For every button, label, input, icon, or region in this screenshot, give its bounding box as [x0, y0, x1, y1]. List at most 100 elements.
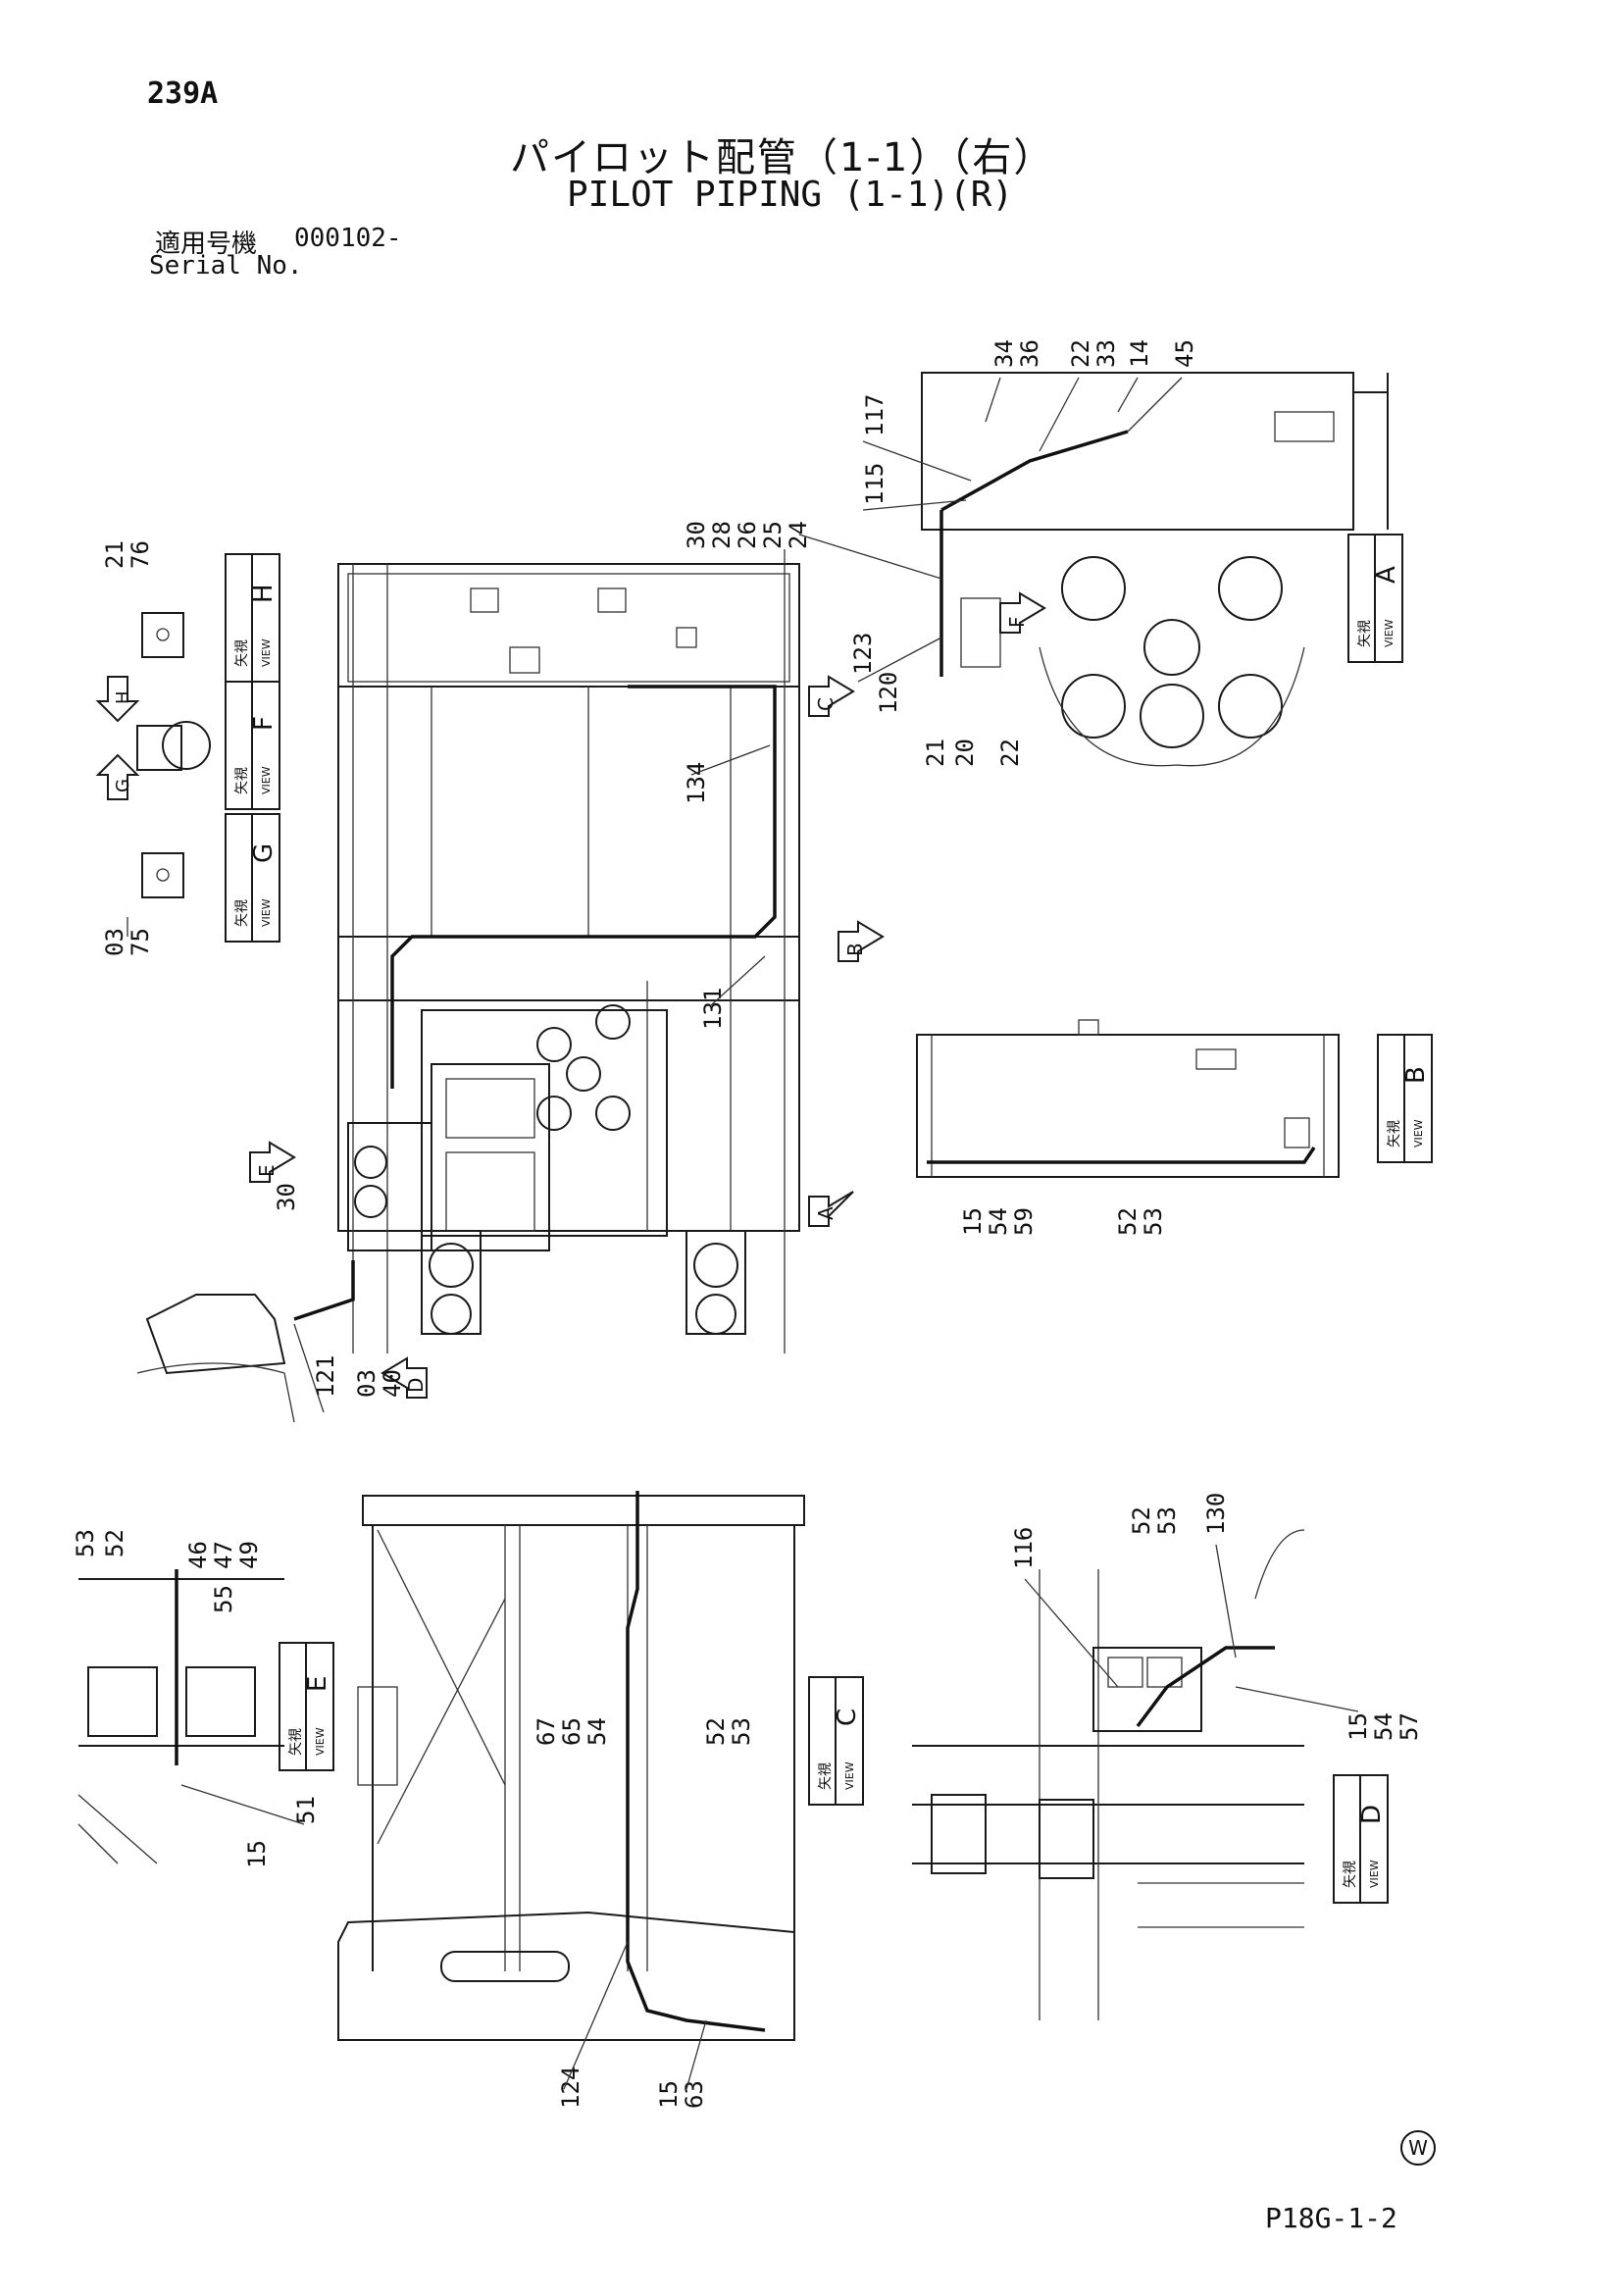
view-box-h: H 矢視 VIEW	[225, 553, 280, 683]
callout-label: 30	[273, 1183, 300, 1211]
callout-label: 115	[861, 463, 888, 505]
callout-label: 22	[996, 739, 1024, 767]
callout-label: 75	[127, 928, 154, 956]
view-b-drawing	[916, 1019, 1340, 1178]
callout-label: 24	[785, 521, 812, 549]
callout-label: 53	[1153, 1506, 1181, 1535]
svg-text:矢視: 矢視	[1343, 1861, 1358, 1888]
callout-labels: 34 36 22 33 14 45 117 115 30 28 26 25 24…	[72, 339, 1423, 2109]
callout-label: 76	[127, 540, 154, 569]
view-arrow-e: E	[249, 1141, 296, 1183]
callout-label: 26	[734, 521, 761, 549]
svg-text:矢視: 矢視	[818, 1762, 834, 1790]
callout-label: 36	[1016, 339, 1043, 368]
callout-label: 52	[1128, 1506, 1155, 1535]
callout-label: 34	[990, 339, 1018, 368]
callout-label: 53	[728, 1717, 755, 1746]
callout-label: 134	[683, 762, 710, 804]
callout-label: 65	[558, 1717, 585, 1746]
callout-label: 52	[1114, 1207, 1142, 1236]
svg-text:C: C	[833, 1709, 862, 1726]
svg-text:F: F	[249, 716, 279, 731]
view-box-b: B 矢視 VIEW	[1377, 1034, 1433, 1163]
callout-label: 120	[875, 672, 902, 714]
callout-label: 30	[683, 521, 710, 549]
callout-label: 14	[1126, 339, 1153, 368]
svg-text:矢視: 矢視	[234, 899, 250, 927]
svg-text:H: H	[113, 690, 133, 704]
svg-text:VIEW: VIEW	[260, 898, 273, 927]
callout-label: 53	[72, 1529, 99, 1557]
svg-text:VIEW: VIEW	[314, 1727, 327, 1756]
callout-label: 33	[1092, 339, 1120, 368]
callout-label: 54	[584, 1717, 611, 1746]
callout-label: 03	[101, 928, 128, 956]
svg-text:A: A	[1372, 566, 1401, 584]
view-e-drawing	[77, 1569, 284, 1864]
view-box-a: A 矢視 VIEW	[1347, 534, 1403, 663]
svg-text:矢視: 矢視	[234, 639, 250, 667]
view-arrow-g: G	[95, 753, 140, 800]
callout-label: 03	[353, 1369, 381, 1398]
callout-label: 40	[379, 1369, 406, 1398]
svg-text:E: E	[255, 1164, 279, 1177]
view-c-drawing	[337, 1491, 805, 2041]
svg-text:B: B	[1401, 1066, 1431, 1084]
serial-number-value: 000102-	[294, 224, 402, 253]
svg-text:VIEW: VIEW	[260, 638, 273, 667]
callout-label: 67	[533, 1717, 560, 1746]
view-box-f: F 矢視 VIEW	[225, 681, 280, 810]
document-code: P18G-1-2	[1265, 2202, 1397, 2234]
callout-label: 20	[951, 739, 979, 767]
view-arrow-c: C	[808, 675, 855, 717]
svg-text:E: E	[303, 1676, 332, 1692]
page-number: 239A	[147, 77, 219, 111]
svg-text:G: G	[249, 843, 279, 863]
callout-label: 130	[1202, 1493, 1230, 1535]
callout-label: 15	[243, 1840, 271, 1868]
svg-text:H: H	[249, 584, 279, 603]
svg-text:C: C	[814, 697, 837, 711]
callout-label: 53	[1140, 1207, 1167, 1236]
callout-label: 59	[1010, 1207, 1038, 1236]
svg-text:矢視: 矢視	[234, 767, 250, 794]
view-box-d: D 矢視 VIEW	[1333, 1774, 1389, 1904]
serial-label-japanese: 適用号機	[155, 230, 258, 259]
callout-label: 15	[959, 1207, 987, 1236]
view-arrow-a: A	[808, 1191, 854, 1227]
w-mark-icon: W	[1400, 2130, 1436, 2166]
view-f-g-h-drawings	[127, 612, 211, 937]
callout-label: 52	[101, 1529, 128, 1557]
callout-label: 21	[101, 540, 128, 569]
callout-label: 51	[292, 1796, 320, 1824]
svg-text:D: D	[1357, 1805, 1387, 1824]
svg-text:F: F	[1005, 616, 1029, 628]
callout-label: 25	[759, 521, 787, 549]
callout-label: 54	[1370, 1712, 1397, 1741]
svg-text:VIEW: VIEW	[1412, 1119, 1425, 1148]
svg-text:VIEW: VIEW	[843, 1761, 856, 1790]
callout-label: 45	[1171, 339, 1198, 368]
view-box-e: E 矢視 VIEW	[279, 1642, 334, 1771]
view-arrow-d: D	[381, 1356, 428, 1399]
view-a-drawing	[921, 372, 1389, 767]
svg-text:VIEW: VIEW	[1383, 619, 1396, 647]
callout-label: 22	[1067, 339, 1094, 368]
callout-label: 46	[184, 1541, 212, 1569]
callout-label: 15	[655, 2080, 683, 2109]
callout-label: 15	[1345, 1712, 1372, 1741]
svg-text:D: D	[404, 1378, 428, 1393]
svg-text:G: G	[113, 779, 133, 792]
callout-label: 54	[985, 1207, 1012, 1236]
view-arrow-h: H	[95, 676, 140, 723]
svg-text:B: B	[843, 943, 867, 956]
callout-label: 57	[1396, 1712, 1423, 1741]
view-box-c: C 矢視 VIEW	[808, 1676, 864, 1806]
page-title-japanese: パイロット配管（1-1）（右）	[510, 135, 1055, 180]
callout-label: 116	[1010, 1527, 1038, 1569]
view-arrow-f: F	[999, 591, 1046, 634]
main-frame-plan-view	[136, 549, 800, 1423]
view-arrow-b: B	[837, 920, 885, 962]
callout-label: 55	[210, 1585, 237, 1613]
